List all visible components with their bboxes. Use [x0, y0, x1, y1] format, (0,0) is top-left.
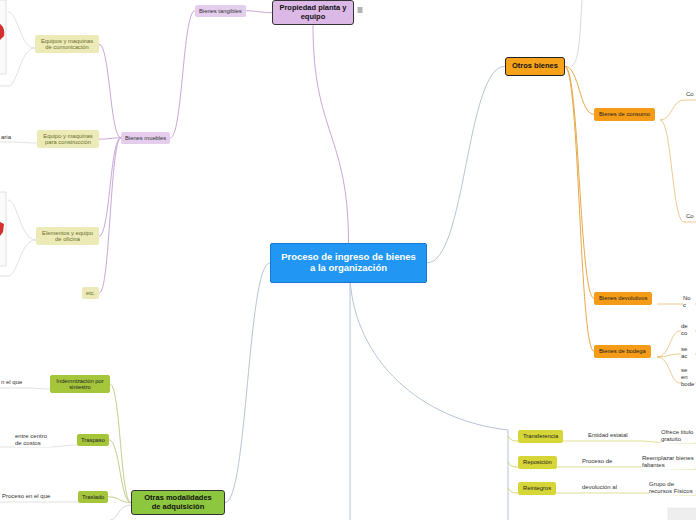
subtopic: Reposición [518, 456, 557, 469]
branch-note: de co [681, 323, 695, 337]
branch-connector [99, 138, 121, 139]
node-text: etc. [86, 290, 95, 297]
node-text: Elementos y equipo de oficina [40, 230, 95, 243]
branch-note: se en bode [681, 367, 695, 389]
subtopic: Transferencia [518, 430, 563, 443]
node-text: Propiedad planta y equipo [279, 4, 347, 21]
branch-note: Co [686, 213, 694, 220]
branch-note: Proceso en el que [2, 493, 50, 500]
branch-note: n el que [1, 379, 22, 386]
subtopic: Traspaso [77, 434, 109, 446]
node-text: Traspaso [81, 437, 105, 444]
branch-note: entre centro de costos [15, 433, 51, 447]
node-text: Bienes tangibles [199, 8, 242, 15]
node-text: Otras modalidades de adquisición [140, 494, 216, 511]
node-text: Reintegros [523, 485, 551, 492]
branch-note: Reemplazar bienes faltantes [642, 455, 695, 469]
subtopic: Equipos y maquinas de comunicación [35, 35, 99, 53]
cropped-box [668, 508, 696, 520]
subtopic: Elementos y equipo de oficina [36, 227, 99, 245]
subtopic: etc. [82, 287, 99, 299]
branch-connector [313, 25, 349, 243]
node-text: Equipos y maquinas de comunicación [39, 38, 95, 51]
central-topic: Proceso de ingreso de bienes a la organi… [270, 243, 427, 283]
branch-note: Proceso de [582, 458, 612, 465]
node-text: Bienes devolutivos [599, 295, 647, 302]
branch-connector [108, 497, 131, 503]
branch-connector [246, 11, 272, 13]
subtopic: Reintegros [518, 482, 556, 495]
branch-note: devolución al [582, 484, 617, 491]
subtopic: Bienes de bodega [594, 345, 651, 358]
node-text: Otros bienes [512, 62, 558, 71]
branch-connector [565, 66, 594, 351]
subtopic: Traslado [78, 491, 108, 503]
branch-connector [225, 263, 270, 503]
node-text: Bienes de consumo [599, 111, 650, 118]
subtopic: Bienes tangibles [195, 5, 246, 17]
main-topic: Otros bienes [505, 57, 565, 76]
node-text: Traslado [82, 494, 104, 501]
branch-connector [427, 66, 505, 263]
node-text: Bienes de bodega [599, 348, 646, 355]
node-text: Proceso de ingreso de bienes a la organi… [281, 252, 416, 274]
branch-note: Entidad estatal [588, 432, 628, 439]
branch-note: No c [683, 295, 695, 309]
branch-note: aria [1, 134, 11, 141]
node-text: Transferencia [523, 433, 558, 440]
branch-connector [170, 11, 195, 138]
branch-note: Grupo de recursos Físicos [649, 481, 695, 495]
branch-note: Co [686, 91, 694, 98]
subtopic: Bienes muebles [121, 132, 170, 144]
node-text: Equipo y maquinas para construcción [41, 133, 95, 146]
main-topic: Otras modalidades de adquisición [131, 490, 225, 515]
branch-note: se ac [681, 346, 695, 360]
branch-connector [99, 138, 121, 293]
branch-connector [109, 440, 131, 503]
branch-connector [565, 66, 594, 298]
node-text: Reposición [523, 459, 552, 466]
subtopic: Equipo y maquinas para construcción [37, 130, 99, 148]
menu-icon [358, 8, 363, 12]
node-text: Bienes muebles [125, 135, 166, 142]
subtopic: Bienes devolutivos [594, 292, 652, 305]
subtopic: Indemnización por siniestro [50, 375, 110, 393]
main-topic: Propiedad planta y equipo [272, 0, 354, 25]
branch-connector [99, 44, 121, 138]
subtopic: Bienes de consumo [594, 108, 655, 121]
cropped-picture [0, 0, 6, 266]
branch-note: Ofrece titulo gratuito [661, 429, 695, 443]
node-text: Indemnización por siniestro [54, 378, 106, 391]
